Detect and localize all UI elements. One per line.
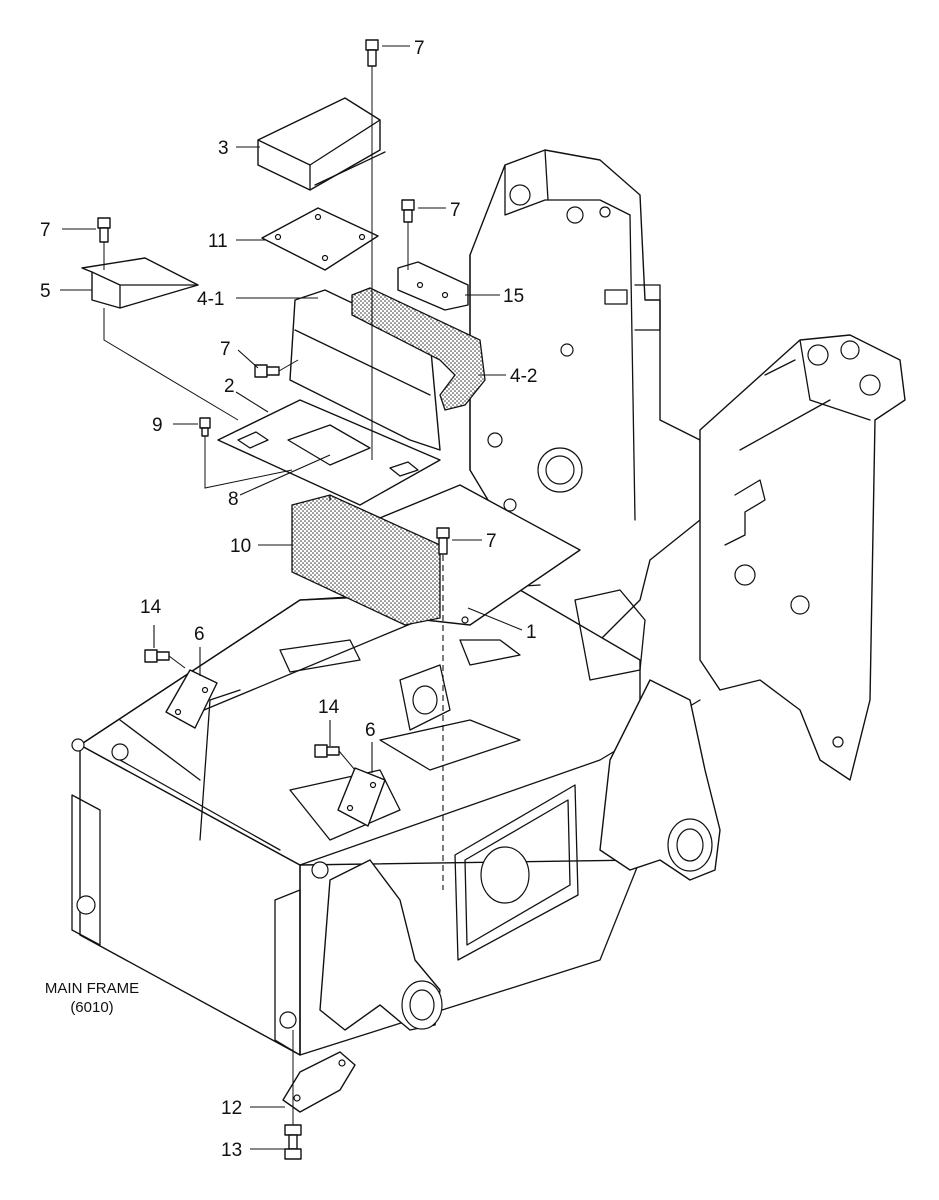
callout-2: 2 <box>224 376 235 397</box>
callout-6-right: 6 <box>365 720 376 741</box>
callout-7-left: 7 <box>40 220 51 241</box>
bolt-7-left <box>97 217 111 243</box>
callout-15: 15 <box>503 286 524 307</box>
callout-7-right: 7 <box>450 200 461 221</box>
assembly-line-bolt9 <box>204 436 293 489</box>
assembly-line-bracket5-to-plate <box>103 308 239 421</box>
assembly-line-bolt14-left <box>168 655 186 669</box>
callout-13: 13 <box>221 1140 242 1161</box>
callout-4-1: 4-1 <box>197 289 224 310</box>
callout-5: 5 <box>40 281 51 302</box>
callout-3: 3 <box>218 138 229 159</box>
callout-14-right: 14 <box>318 697 340 718</box>
bolt-9 <box>199 417 211 437</box>
callout-7-top: 7 <box>414 38 425 59</box>
part-11-plate <box>261 207 379 271</box>
bolt-14-right <box>314 744 340 758</box>
bolt-14-left <box>144 649 170 663</box>
callout-12: 12 <box>221 1098 242 1119</box>
callout-7-middle: 7 <box>220 339 231 360</box>
assembly-line-bolt7-mid <box>278 359 299 372</box>
main-frame-code: (6010) <box>70 999 113 1016</box>
bolt-7-right <box>401 199 415 223</box>
bolt-7-middle <box>254 364 280 378</box>
callout-14-left: 14 <box>140 597 162 618</box>
assembly-line-bolt14-right <box>338 750 356 771</box>
callout-8: 8 <box>228 489 239 510</box>
callout-10: 10 <box>230 536 251 557</box>
part-15-bracket <box>397 261 469 311</box>
bolt-13 <box>284 1124 302 1160</box>
callout-11: 11 <box>208 231 228 252</box>
part-5-bracket <box>81 257 199 309</box>
callout-9: 9 <box>152 415 163 436</box>
bolt-7-lower <box>436 527 450 555</box>
callout-7-lower: 7 <box>486 531 497 552</box>
callout-1: 1 <box>526 622 537 643</box>
main-frame-label: MAIN FRAME <box>45 980 139 997</box>
part-2-cover-plate <box>217 399 441 506</box>
bolt-7-top <box>365 39 379 67</box>
callout-6-left: 6 <box>194 624 205 645</box>
part-4-2-insulation <box>351 287 486 411</box>
part-12-round-plate <box>282 1051 356 1113</box>
main-frame <box>71 149 906 1056</box>
part-3-top-cover <box>257 97 381 191</box>
callout-4-2: 4-2 <box>510 366 537 387</box>
